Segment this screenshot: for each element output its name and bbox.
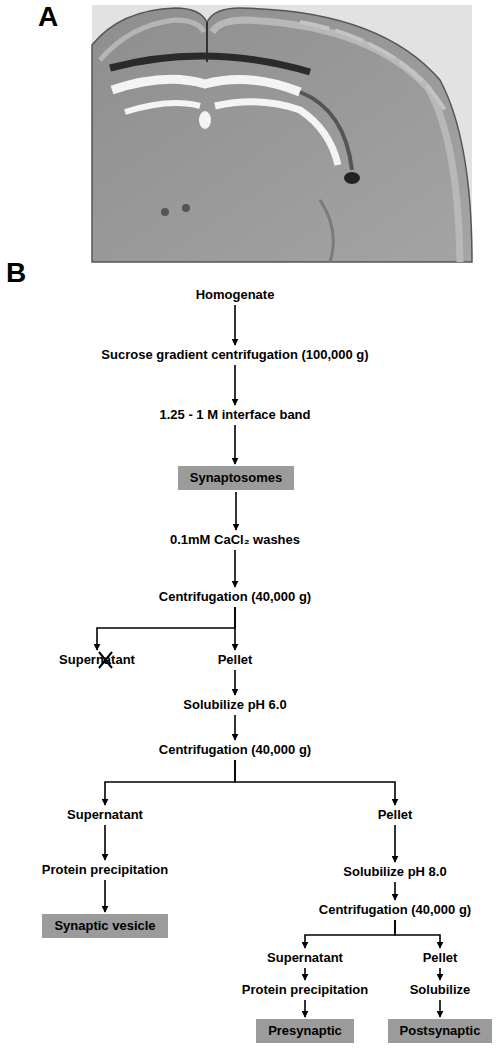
flow-arrow: [234, 305, 236, 345]
step-text: Centrifugation (40,000 g): [319, 902, 471, 918]
flow-arrow: [104, 825, 106, 860]
step-text: Homogenate: [196, 287, 275, 303]
process-step: 0.1mM CaCl₂ washes: [170, 532, 300, 548]
panel-label: A: [38, 2, 58, 32]
fraction-box: Synaptosomes: [178, 466, 294, 490]
process-step: Solubilize pH 6.0: [183, 697, 286, 713]
flow-arrow: [234, 670, 236, 695]
flow-arrow: [234, 607, 236, 650]
process-step: Centrifugation (40,000 g): [319, 902, 471, 918]
process-step: Supernatant: [59, 652, 135, 668]
fraction-box: Presynaptic: [256, 1019, 354, 1043]
step-text: Supernatant: [59, 652, 135, 668]
step-text: Centrifugation (40,000 g): [159, 742, 311, 758]
process-step: Pellet: [378, 807, 413, 823]
step-text: Sucrose gradient centrifugation (100,000…: [101, 347, 368, 363]
step-text: Solubilize pH 8.0: [343, 864, 446, 880]
step-text: 1.25 - 1 M interface band: [160, 407, 311, 423]
step-text: Solubilize: [410, 982, 471, 998]
flow-arrow: [105, 760, 235, 805]
fraction-box: Postsynaptic: [388, 1019, 493, 1043]
step-text: 0.1mM CaCl₂ washes: [170, 532, 300, 548]
flow-arrow: [395, 920, 440, 948]
step-text: Solubilize pH 6.0: [183, 697, 286, 713]
flow-arrow: [235, 760, 395, 805]
flow-arrow: [305, 920, 395, 948]
process-step: Centrifugation (40,000 g): [159, 742, 311, 758]
flow-arrow: [439, 968, 441, 980]
step-text: Synaptosomes: [190, 470, 282, 486]
flow-arrow: [97, 607, 235, 650]
flow-arrow: [235, 492, 237, 530]
step-text: Protein precipitation: [42, 862, 168, 878]
process-step: Solubilize pH 8.0: [343, 864, 446, 880]
step-text: Pellet: [218, 652, 253, 668]
flow-arrow: [394, 882, 396, 900]
process-step: Pellet: [218, 652, 253, 668]
process-step: Pellet: [423, 950, 458, 966]
process-step: Protein precipitation: [242, 982, 368, 998]
process-step: Solubilize: [410, 982, 471, 998]
flow-arrow: [234, 715, 236, 740]
step-text: Pellet: [423, 950, 458, 966]
flow-arrow: [234, 425, 236, 464]
step-text: Supernatant: [267, 950, 343, 966]
fraction-box: Synaptic vesicle: [42, 914, 167, 938]
step-text: Centrifugation (40,000 g): [159, 589, 311, 605]
process-step: Supernatant: [267, 950, 343, 966]
process-step: Homogenate: [196, 287, 275, 303]
flow-arrow: [304, 968, 306, 980]
process-step: Protein precipitation: [42, 862, 168, 878]
panel-label: B: [6, 258, 26, 288]
step-text: Protein precipitation: [242, 982, 368, 998]
process-step: 1.25 - 1 M interface band: [160, 407, 311, 423]
flow-arrow: [234, 365, 236, 405]
process-step: Centrifugation (40,000 g): [159, 589, 311, 605]
step-text: Presynaptic: [268, 1023, 342, 1039]
step-text: Pellet: [378, 807, 413, 823]
flow-arrow: [439, 1000, 441, 1017]
step-text: Postsynaptic: [400, 1023, 481, 1039]
flow-arrow: [104, 880, 106, 912]
flow-arrow: [304, 1000, 306, 1017]
step-text: Synaptic vesicle: [54, 918, 155, 934]
step-text: Supernatant: [67, 807, 143, 823]
process-step: Supernatant: [67, 807, 143, 823]
flow-arrow: [234, 550, 236, 587]
process-step: Sucrose gradient centrifugation (100,000…: [101, 347, 368, 363]
flow-arrow: [394, 825, 396, 862]
